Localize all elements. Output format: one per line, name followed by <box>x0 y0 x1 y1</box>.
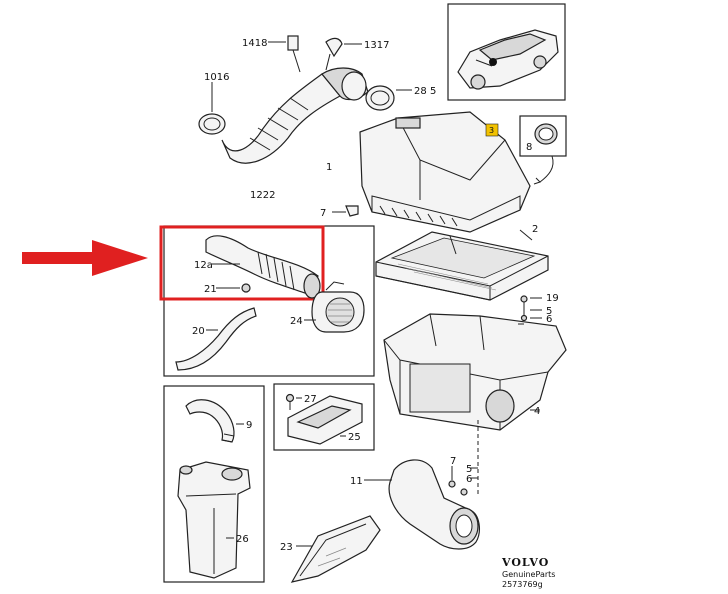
label-1317: 1317 <box>364 40 389 51</box>
intake-hose <box>221 73 341 164</box>
label-1418: 1418 <box>242 38 267 49</box>
airbox-lower <box>383 295 567 496</box>
label-5-top: 5 <box>430 86 436 97</box>
label-2: 2 <box>532 224 538 235</box>
callout-3 <box>485 123 499 137</box>
label-26: 26 <box>236 534 249 545</box>
seal-ring-8 <box>519 115 567 185</box>
car-thumbnail <box>447 3 566 101</box>
bolt-27 <box>285 393 295 403</box>
pointer-arrow <box>22 240 148 276</box>
brand-name: VOLVO <box>501 556 549 569</box>
sensor-box <box>159 225 375 377</box>
label-1016: 1016 <box>204 72 229 83</box>
label-20: 20 <box>192 326 205 337</box>
highlight-box <box>159 225 325 301</box>
hose-20 <box>175 307 257 371</box>
label-7-top: 7 <box>320 208 326 219</box>
hose-clamp-left <box>198 113 226 135</box>
clip-7-top <box>332 205 359 217</box>
label-25: 25 <box>348 432 361 443</box>
label-6-bottom: 6 <box>466 474 472 485</box>
label-1222: 1222 <box>250 190 275 201</box>
bracket-box <box>273 383 375 451</box>
part-labels: 1418 1317 1016 28 5 1 3 8 1222 7 2 12a 2… <box>192 38 559 553</box>
label-5-bottom: 5 <box>466 464 472 475</box>
label-5-mid: 5 <box>546 306 552 317</box>
clip-21 <box>241 283 251 293</box>
label-28: 28 <box>414 86 427 97</box>
label-3: 3 <box>489 126 494 135</box>
label-7-bottom: 7 <box>450 456 456 467</box>
label-6-mid: 6 <box>546 314 552 325</box>
cover-23 <box>290 515 381 583</box>
label-9: 9 <box>246 420 252 431</box>
fitting-1418 <box>287 35 299 51</box>
brand-code: 2573769g <box>502 580 543 589</box>
airbox-lid <box>359 111 531 233</box>
elbow-9 <box>185 399 235 443</box>
fitting-1317 <box>325 37 343 58</box>
resonator-box <box>163 385 265 583</box>
label-11: 11 <box>350 476 363 487</box>
label-21: 21 <box>204 284 217 295</box>
label-12a: 12a <box>194 260 213 271</box>
label-24: 24 <box>290 316 303 327</box>
brand-block: VOLVO GenuineParts 2573769g <box>501 556 555 589</box>
label-1: 1 <box>326 162 332 173</box>
label-19: 19 <box>546 293 559 304</box>
label-23: 23 <box>280 542 293 553</box>
label-27: 27 <box>304 394 317 405</box>
brand-tagline: GenuineParts <box>502 570 555 579</box>
hose-clamp-right <box>365 85 395 111</box>
label-8: 8 <box>526 142 532 153</box>
air-filter <box>375 229 549 301</box>
intake-duct-11 <box>364 459 480 550</box>
lower-hardware <box>448 466 478 496</box>
intake-hose-assembly <box>198 35 412 164</box>
label-4: 4 <box>534 406 540 417</box>
hose-12a <box>205 235 319 295</box>
